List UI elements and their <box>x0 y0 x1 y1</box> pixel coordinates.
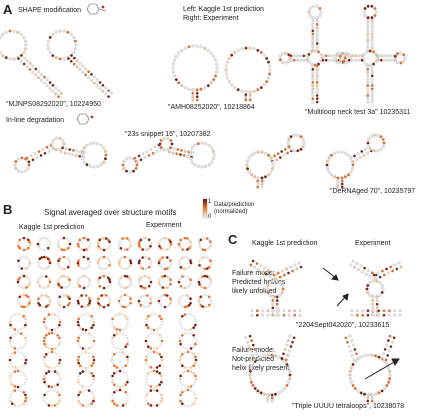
rna-structures <box>0 4 407 403</box>
legend-line-1: Left: Kaggle 1st prediction <box>183 6 264 13</box>
caption-amh: "AMH08252020", 10218864 <box>168 104 255 111</box>
panel-c-caption-1: "2204Sept042020", 10233615 <box>296 322 390 329</box>
failure-mode-2-line-1: Failure mode: <box>232 347 275 354</box>
panel-b-letter: B <box>3 202 13 217</box>
panel-c-letter: C <box>228 232 238 247</box>
panel-b-left-header: Kaggle 1st prediction <box>19 224 85 231</box>
colorbar-top-label: 1 <box>208 199 212 205</box>
failure-mode-1-line-2: Predicted helices <box>232 279 286 286</box>
inline-degradation-label: In-line degradation <box>6 117 64 124</box>
shape-modification-label: SHAPE modification <box>18 7 82 14</box>
panel-a-letter: A <box>3 2 13 17</box>
panel-c-caption-2: "Triple UUUU tetraloops", 10238078 <box>292 403 405 410</box>
inline-degradation-icon <box>76 113 94 125</box>
colorbar-bottom-label: 0 <box>208 214 212 220</box>
arrow-annotations <box>322 267 400 380</box>
panel-b-right-header: Experiment <box>146 222 182 229</box>
caption-dernaged: "DeRNAged 70", 10235797 <box>330 188 416 195</box>
panel-c-right-header: Experiment <box>355 240 391 247</box>
panel-b-title: Signal averaged over structure motifs <box>44 208 177 217</box>
failure-mode-1-line-3: likely unfolded <box>232 288 277 295</box>
motif-grid <box>8 236 213 408</box>
colorbar-label-1: Data/prediction <box>214 202 255 208</box>
failure-mode-2-line-3: helix likely present <box>232 365 290 372</box>
colorbar <box>202 198 208 219</box>
caption-23s: "23s snippet 15", 10207382 <box>125 131 211 138</box>
caption-mjnps: "MJNPS08292020", 10224950 <box>6 101 101 108</box>
colorbar-label-2: (normalized) <box>214 209 248 215</box>
failure-mode-1-line-1: Failure mode: <box>232 270 275 277</box>
panel-c-left-header: Kaggle 1st prediction <box>252 240 318 247</box>
shape-reagent-icon <box>86 3 107 15</box>
legend-line-2: Right: Experiment <box>183 15 239 22</box>
caption-multiloop: "Multiloop neck test 3a" 10235311 <box>305 109 411 116</box>
